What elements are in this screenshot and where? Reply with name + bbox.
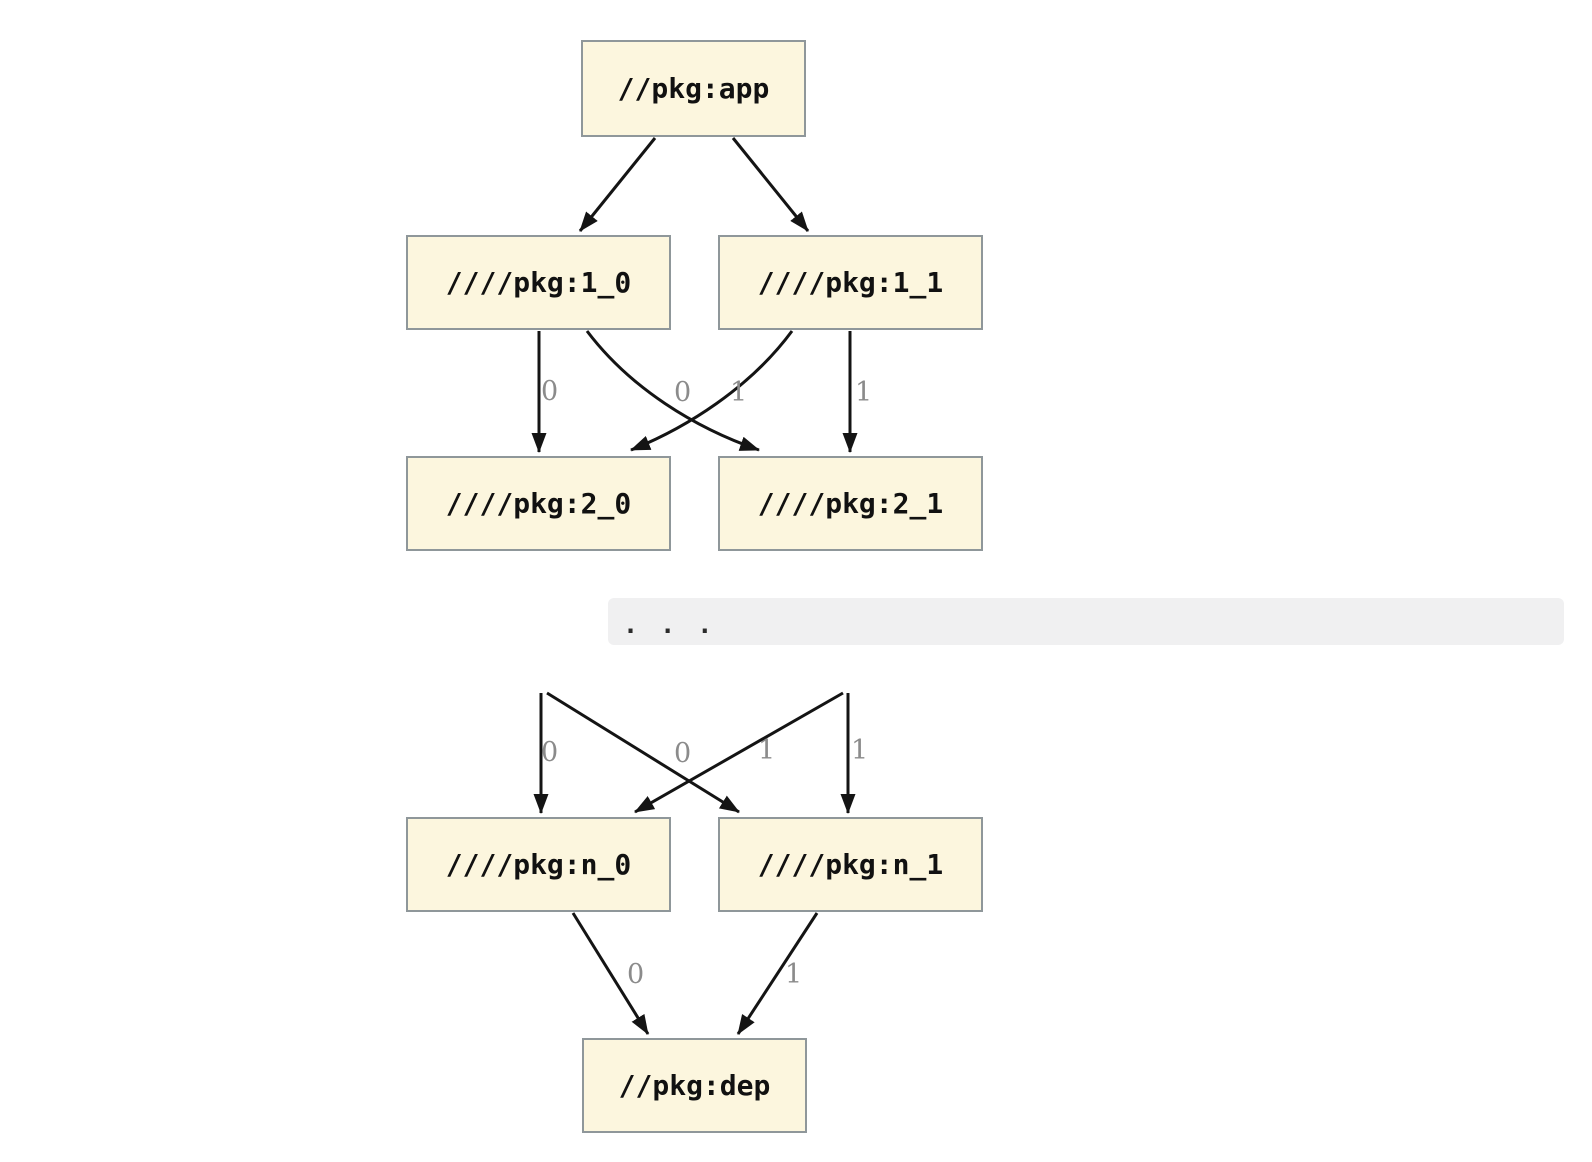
node-pkg-1_1-label: ////pkg:1_1 — [757, 266, 944, 299]
node-pkg-n_1: ////pkg:n_1 — [718, 817, 983, 912]
edge-label-1_1-to-2_0: 0 — [674, 377, 692, 408]
node-pkg-2_0: ////pkg:2_0 — [406, 456, 671, 551]
edge-n_0-to-dep — [571, 912, 650, 1035]
node-pkg-n_0: ////pkg:n_0 — [406, 817, 671, 912]
edge-label-1_0-to-2_1: 1 — [730, 377, 748, 408]
node-pkg-2_1-label: ////pkg:2_1 — [757, 487, 944, 520]
edge-hidden1-to-n_0 — [634, 691, 844, 814]
node-pkg-1_0: ////pkg:1_0 — [406, 235, 671, 330]
edge-label-1_0-to-2_0: 0 — [541, 376, 559, 407]
node-pkg-n_1-label: ////pkg:n_1 — [757, 848, 944, 881]
node-pkg-app-label: //pkg:app — [617, 72, 770, 105]
node-pkg-2_0-label: ////pkg:2_0 — [445, 487, 632, 520]
edge-label-hidden0-to-n_1: 1 — [758, 735, 776, 766]
node-pkg-n_0-label: ////pkg:n_0 — [445, 848, 632, 881]
edge-label-hidden0-to-n_0: 0 — [541, 737, 559, 768]
edge-label-hidden1-to-n_0: 0 — [674, 738, 692, 769]
ellipsis-dots: . . . — [623, 610, 713, 639]
edge-label-n_1-to-dep: 1 — [785, 959, 803, 990]
edge-label-1_1-to-2_1: 1 — [855, 377, 873, 408]
node-pkg-1_1: ////pkg:1_1 — [718, 235, 983, 330]
edge-label-n_0-to-dep: 0 — [627, 959, 645, 990]
edge-app-to-1_1 — [731, 137, 810, 232]
edge-label-hidden1-to-n_1: 1 — [851, 735, 869, 766]
node-pkg-app: //pkg:app — [581, 40, 806, 137]
edge-1_1-to-2_0 — [630, 330, 794, 452]
node-pkg-1_0-label: ////pkg:1_0 — [445, 266, 632, 299]
edge-n_1-to-dep — [736, 912, 819, 1035]
edge-app-to-1_0 — [578, 137, 657, 232]
node-pkg-dep: //pkg:dep — [582, 1038, 807, 1133]
omitted-layers-band: . . . — [608, 598, 1564, 645]
node-pkg-dep-label: //pkg:dep — [618, 1069, 771, 1102]
node-pkg-2_1: ////pkg:2_1 — [718, 456, 983, 551]
edge-1_0-to-2_1 — [585, 330, 760, 452]
edge-hidden0-to-n_1 — [546, 691, 740, 814]
